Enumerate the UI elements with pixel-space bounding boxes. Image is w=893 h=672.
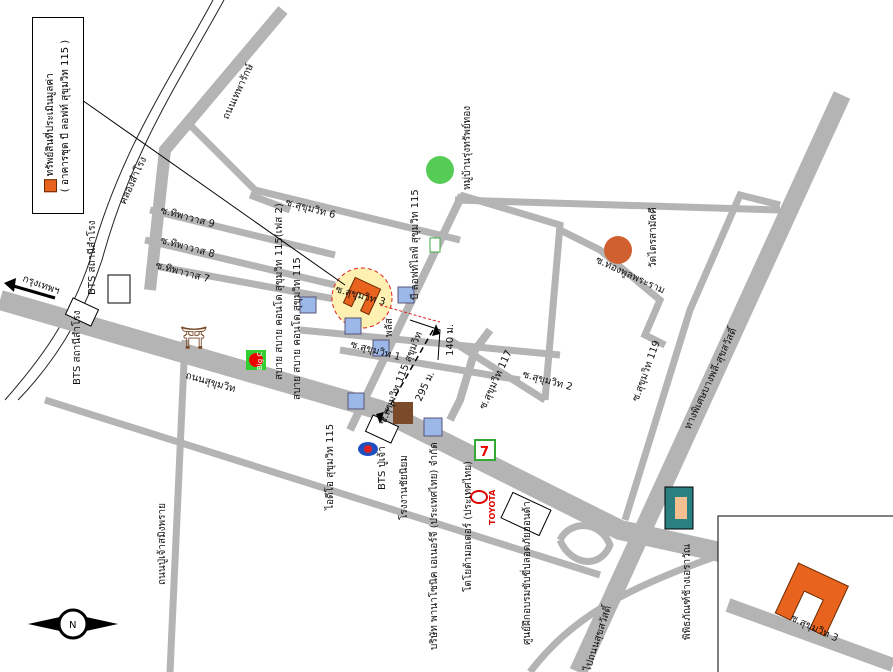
bts-label: BTS ปู่เจ้า: [376, 446, 388, 490]
village-label: หมู่บ้านรุ่งทรัพย์ทอง: [461, 106, 473, 190]
soi-label: ซ.ทิพาวาส 7: [154, 260, 211, 285]
toyota-logo-text: TOYOTA: [488, 489, 497, 525]
bts-station-box: [364, 414, 400, 444]
pu-chao-road-label: ถนนปู่เจ้าสมิงพราย: [156, 503, 168, 585]
canal-lines: [4, 0, 225, 401]
canal-label: คลองสำโรง: [116, 154, 149, 206]
thepharak-road: [144, 6, 288, 291]
bigc-logo-mark: [249, 353, 263, 367]
property-building-icon: [342, 276, 382, 316]
condo-icon: [344, 317, 362, 335]
property-highlight-circle: [331, 267, 393, 329]
village-tree-icon: [426, 156, 454, 184]
condo-icon: [372, 339, 390, 357]
bts-station-box: [107, 274, 131, 304]
distance-140-label: 140 ม.: [445, 324, 456, 356]
toyota-label: โตโยต้ามอเตอร์ (ประเทศไทย): [461, 461, 474, 592]
distance-arrow-295: [376, 324, 440, 424]
sabai-label: สบาย สบาย คอนโด สุขุมวิท 115: [290, 257, 303, 400]
bts-label: BTS สถานีสำโรง: [85, 220, 98, 295]
compass-icon: N: [28, 608, 118, 640]
plus-label: พลัส: [384, 318, 395, 337]
panasonic-label: บริษัท พานาโซนิค เอเนอร์จี (ประเทศไทย) จ…: [427, 442, 440, 650]
bigc-logo-text: Big C: [256, 352, 264, 370]
legend-subtitle: ( อาคารชุด บี ลอฟท์ สุขุมวิท 115 ): [60, 39, 71, 192]
arrow-left-icon: [4, 278, 56, 300]
legend-content: ทรัพย์สินที่ประเมินมูลค่า ( อาคารชุด บี …: [43, 39, 73, 192]
bts-label: BTS สถานีสำโรง: [70, 310, 83, 385]
sukhumvit-road: [0, 290, 723, 562]
condo-icon: [347, 392, 365, 410]
condo-icons: [299, 286, 443, 437]
sabai-label: สบาย สบาย คอนโด สุขุมวิท 115(เฟส 2): [272, 203, 285, 380]
seven-eleven-icon: [474, 439, 496, 461]
soi-label: ซ.ทิพาวาส 8: [159, 235, 216, 260]
distance-bracket: [409, 319, 441, 361]
wat-label: วัดไตรสามัคคี: [647, 207, 659, 268]
b-loft-label: บี ลอฟท์ไลฟ์ สุขุมวิท 115: [409, 189, 421, 300]
bts-station-box: [64, 297, 100, 327]
distance-arrow-140: [379, 304, 441, 323]
property-swatch-icon: [43, 178, 57, 192]
factory-label: โรงงานชัยนิยม: [397, 455, 410, 520]
shrine-icon: ⛩: [180, 326, 208, 351]
seven-eleven-glyph: 7: [480, 445, 489, 460]
condo-icon: [299, 296, 317, 314]
condo-icon: [397, 286, 415, 304]
distance-295-label: 295 ม.: [414, 370, 438, 404]
expressway-label: ทางพิเศษบางพลี-สุขสวัสดิ์: [680, 324, 740, 431]
toyota-logo-icon: [470, 490, 488, 504]
expressway-road: [569, 91, 851, 672]
legend-item: ทรัพย์สินที่ประเมินมูลค่า: [43, 39, 58, 192]
soi-117-road: [446, 327, 494, 422]
inset-map: ซ.สุขุมวิท 3: [717, 515, 893, 672]
legend-box: ทรัพย์สินที่ประเมินมูลค่า ( อาคารชุด บี …: [32, 17, 84, 214]
factory-icon: [393, 402, 413, 424]
legend-title: ทรัพย์สินที่ประเมินมูลค่า: [45, 72, 56, 176]
wat-icon: [604, 236, 632, 264]
inset-property-icon: [774, 562, 850, 637]
training-center-label: ศูนย์ฝึกอบรมขับขี่ปลอดภัยฮอนด้า: [519, 501, 533, 645]
store-icon: [429, 237, 441, 253]
soi-119-label: ซ.สุขุมวิท 119: [630, 339, 662, 403]
soi-label: ซ.ทิพาวาส 9: [159, 205, 216, 230]
museum-label: พิพิธภัณฑ์ช้างเอราวัณ: [681, 544, 693, 640]
training-center-box: [500, 491, 552, 537]
legend-pointer-line: [81, 99, 346, 286]
ideo-label: ไอดีโอ สุขุมวิท 115: [323, 424, 336, 511]
compass-north-label: N: [69, 620, 76, 631]
condo-icon: [423, 417, 443, 437]
